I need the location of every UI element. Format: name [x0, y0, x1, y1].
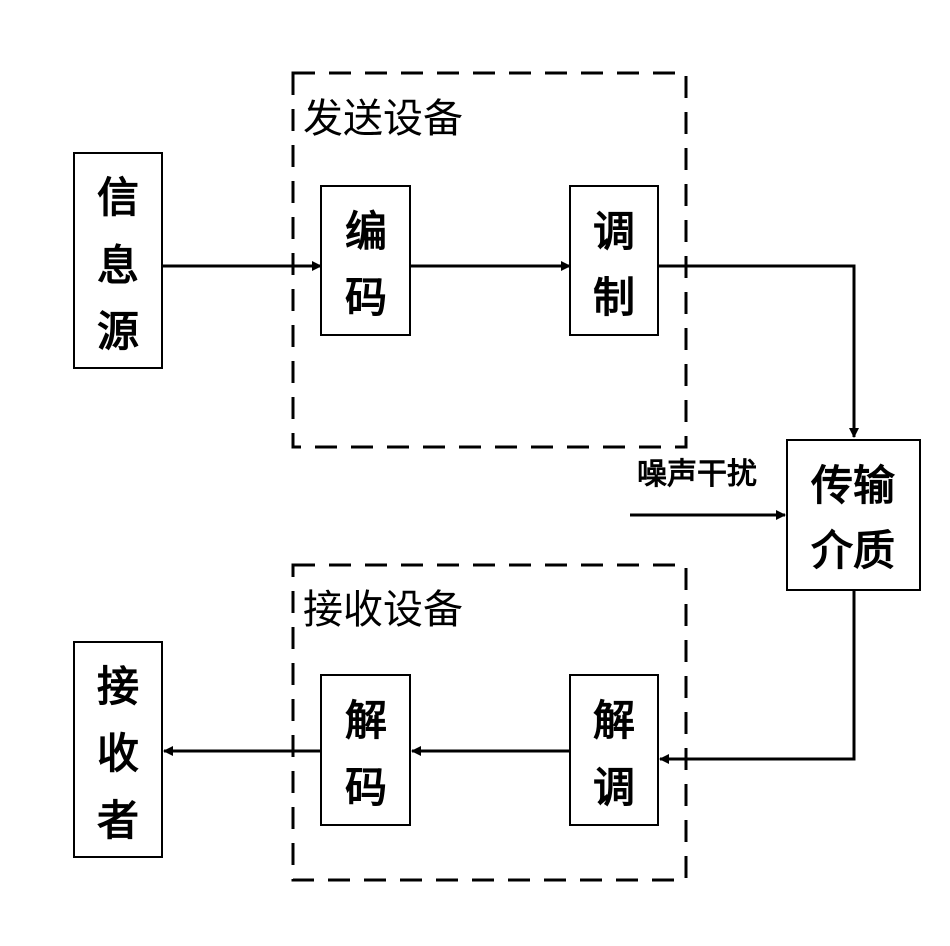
medium-line-1: 传输 — [810, 461, 896, 510]
demodulate-box — [569, 674, 659, 826]
receiver-char-2: 收 — [97, 729, 139, 778]
source-char-3: 源 — [97, 307, 139, 356]
demodulate-char-1: 解 — [593, 696, 635, 745]
decode-char-1: 解 — [345, 696, 387, 745]
noise-label: 噪声干扰 — [637, 457, 757, 492]
receiver-box — [73, 641, 163, 858]
encode-char-2: 码 — [345, 273, 387, 322]
modulate-char-2: 制 — [593, 273, 635, 322]
receiver-char-3: 者 — [97, 796, 139, 845]
demodulate-char-2: 调 — [593, 763, 635, 812]
arrow-modulate-to-medium — [658, 264, 859, 438]
receive-device-label: 接收设备 — [303, 587, 463, 633]
source-box — [73, 152, 163, 369]
modulate-box — [569, 185, 659, 336]
encode-box — [320, 185, 411, 336]
modulate-char-1: 调 — [593, 207, 635, 256]
decode-box — [320, 674, 411, 826]
source-char-2: 息 — [97, 241, 139, 290]
send-device-label: 发送设备 — [303, 96, 463, 142]
encode-char-1: 编 — [345, 207, 387, 256]
medium-box — [786, 439, 921, 591]
medium-line-2: 介质 — [811, 526, 895, 575]
receive-device-frame — [291, 563, 688, 882]
receiver-char-1: 接 — [97, 662, 139, 711]
send-device-frame — [291, 71, 688, 449]
decode-char-2: 码 — [345, 763, 387, 812]
arrow-medium-to-demodulate — [659, 590, 856, 764]
source-char-1: 信 — [97, 173, 139, 222]
